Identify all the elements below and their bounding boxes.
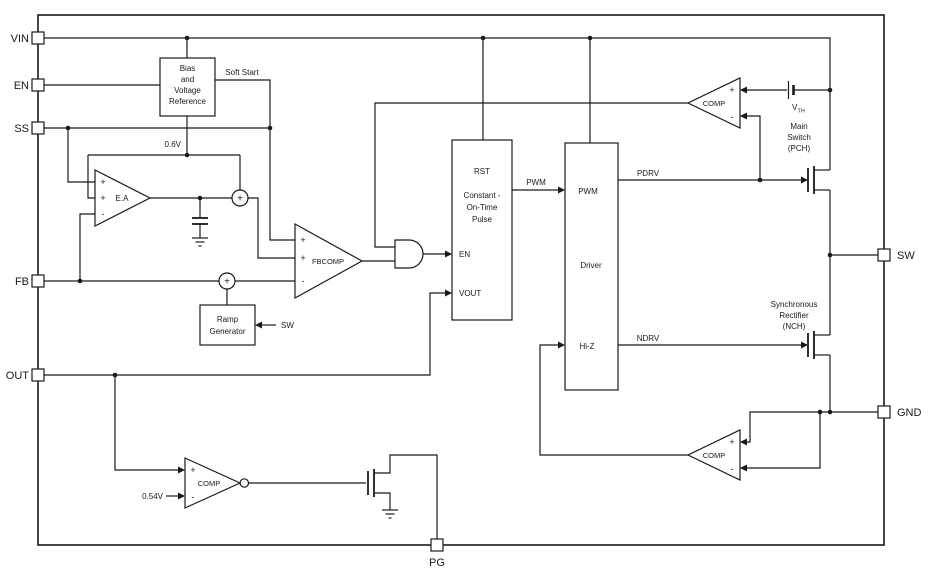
wire-labels: Soft Start 0.6V PWM PDRV NDRV 0.54V — [142, 68, 660, 501]
pin-out — [31, 368, 45, 382]
soft-start-label: Soft Start — [225, 68, 259, 77]
ramp-label-line2: Generator — [209, 327, 245, 336]
driver-hiz-label: Hi-Z — [579, 342, 594, 351]
ndrv-label: NDRV — [637, 334, 660, 343]
comparator-power-good: + - COMP — [184, 457, 250, 509]
cot-rst-label: RST — [474, 167, 490, 176]
ea-plus-sign-2: + — [100, 193, 105, 203]
pin-en — [31, 78, 45, 92]
driver-box — [564, 142, 619, 391]
cot-label-line3: Pulse — [472, 215, 493, 224]
bias-label-line1: Bias — [180, 64, 196, 73]
pin-label-fb: FB — [15, 276, 29, 288]
sync-rectifier-nch: Synchronous Rectifier (NCH) — [771, 300, 830, 359]
wires — [44, 37, 878, 497]
vth-label-base: V — [792, 103, 798, 112]
pwm-wire-label: PWM — [526, 178, 546, 187]
fbcomp-comparator: + + - FBCOMP — [294, 222, 364, 300]
pin-sw — [877, 248, 891, 262]
main-switch-label-line1: Main — [790, 122, 807, 131]
cot-vout-label: VOUT — [459, 289, 481, 298]
pin-label-sw: SW — [897, 250, 915, 262]
pdrv-label: PDRV — [637, 169, 660, 178]
sync-rect-label-line2: Rectifier — [779, 311, 809, 320]
pin-pg — [430, 538, 444, 552]
comparator-top-triangle — [686, 77, 741, 129]
fbcomp-plus-sign-1: + — [300, 235, 305, 245]
pin-fb — [31, 274, 45, 288]
summing-junction-2: + — [218, 272, 236, 290]
bias-label-line3: Voltage — [174, 86, 201, 95]
arrowheads — [178, 86, 808, 500]
vref-label: 0.6V — [165, 140, 182, 149]
inverter-bubble — [239, 478, 250, 488]
ramp-sw-input-label: SW — [281, 321, 294, 330]
comparator-zc-plus-sign: + — [729, 437, 734, 447]
fbcomp-triangle — [294, 222, 364, 300]
comparator-zero-cross: + - COMP — [686, 429, 741, 481]
ramp-generator-block: Ramp Generator SW — [199, 304, 294, 346]
sync-rect-label-line3: (NCH) — [783, 322, 806, 331]
bias-box — [159, 57, 216, 117]
pin-label-pg: PG — [429, 557, 445, 569]
pins: VIN EN SS FB OUT SW GND PG — [6, 31, 922, 569]
error-amplifier: + + - E.A — [94, 169, 152, 227]
comparator-zc-triangle — [686, 429, 741, 481]
cot-en-label: EN — [459, 250, 470, 259]
ramp-generator-box — [199, 304, 256, 346]
pin-gnd — [877, 405, 891, 419]
error-amplifier-triangle — [94, 169, 152, 227]
fbcomp-label: FBCOMP — [312, 257, 344, 266]
comparator-zc-label: COMP — [703, 451, 726, 460]
pin-ss — [31, 121, 45, 135]
ea-plus-sign-1: + — [100, 177, 105, 187]
comparator-top-minus-sign: - — [731, 112, 734, 122]
and-gate — [394, 239, 424, 269]
comparator-pg-label: COMP — [198, 479, 221, 488]
pin-label-ss: SS — [14, 123, 29, 135]
pin-vin — [31, 31, 45, 45]
driver-label: Driver — [580, 261, 602, 270]
driver-pwm-label: PWM — [578, 187, 598, 196]
fbcomp-minus-sign: - — [302, 276, 305, 286]
main-switch-label-line2: Switch — [787, 133, 811, 142]
pin-label-out: OUT — [6, 370, 30, 382]
comparator-top-plus-sign: + — [729, 85, 734, 95]
bias-block: Bias and Voltage Reference — [159, 57, 216, 117]
pg-reference-label: 0.54V — [142, 492, 164, 501]
pwm-driver-block: PWM Driver Hi-Z — [564, 142, 619, 391]
bias-label-line2: and — [181, 75, 194, 84]
comparator-pg-triangle — [184, 457, 242, 509]
sync-rect-label-line1: Synchronous — [771, 300, 818, 309]
constant-on-time-block: RST Constant - On-Time Pulse EN VOUT — [451, 139, 513, 321]
vth-label-subscript: TH — [798, 109, 805, 115]
pin-label-gnd: GND — [897, 407, 922, 419]
compensation-capacitor — [192, 198, 208, 247]
summing-junction-1: + — [231, 189, 249, 207]
battery-vth: V TH — [787, 81, 805, 115]
ramp-label-line1: Ramp — [217, 315, 239, 324]
comparator-pg-plus-sign: + — [190, 465, 195, 475]
comparator-top-label: COMP — [703, 99, 726, 108]
fbcomp-plus-sign-2: + — [300, 253, 305, 263]
cot-label-line1: Constant - — [464, 191, 501, 200]
ea-label: E.A — [116, 194, 130, 203]
main-switch-label-line3: (PCH) — [788, 144, 811, 153]
comparator-top: + - COMP — [686, 77, 741, 129]
comparator-pg-minus-sign: - — [192, 492, 195, 502]
bias-label-line4: Reference — [169, 97, 206, 106]
summing-2-plus-sign: + — [224, 277, 230, 288]
main-switch-pch: Main Switch (PCH) — [787, 122, 830, 194]
summing-1-plus-sign: + — [237, 194, 243, 205]
pg-mosfet — [248, 454, 438, 539]
comparator-zc-minus-sign: - — [731, 464, 734, 474]
pin-label-vin: VIN — [11, 33, 29, 45]
ea-minus-sign: - — [102, 209, 105, 219]
cot-box — [451, 139, 513, 321]
cot-label-line2: On-Time — [467, 203, 498, 212]
junction-dots — [65, 35, 833, 415]
pin-label-en: EN — [14, 80, 29, 92]
